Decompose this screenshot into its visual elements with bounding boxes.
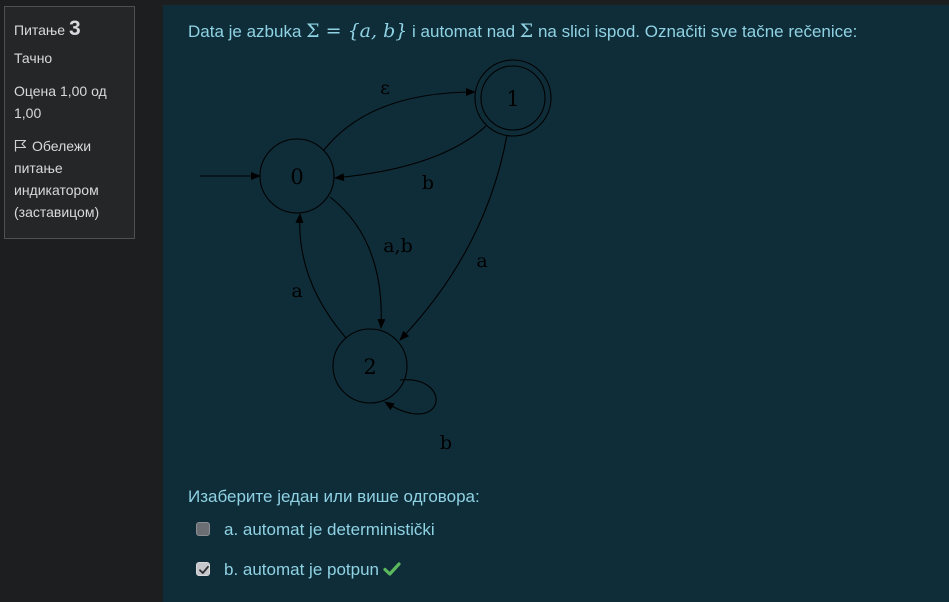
- answer-label-b[interactable]: b. automat je potpun: [224, 560, 401, 580]
- automaton-diagram: 0 1 2 ε b a,b a a b: [200, 59, 552, 454]
- edge-label-2-self: b: [440, 432, 452, 454]
- state-circle-1-inner: [480, 65, 546, 131]
- alphabet-set: {a, b}: [347, 20, 408, 42]
- question-grade: Оцена 1,00 од 1,00: [14, 83, 107, 121]
- edge-1-to-2: [399, 134, 508, 341]
- answer-label-b-text[interactable]: b. automat je potpun: [224, 560, 380, 579]
- sigma-symbol: Σ: [306, 20, 320, 42]
- question-text-middle: i automat nad: [407, 22, 520, 41]
- state-label-1: 1: [506, 87, 519, 111]
- question-text: Data je azbuka Σ = {a, b} i automat nad …: [188, 20, 857, 42]
- state-circle-2: [332, 328, 408, 404]
- edge-1-to-0: [334, 125, 487, 182]
- question-number: 3: [68, 17, 81, 40]
- edge-label-0-to-1: ε: [380, 77, 390, 99]
- checkmark-icon: [199, 565, 209, 574]
- question-state: Тачно: [14, 50, 53, 66]
- flag-question-link[interactable]: Обележи питање индикатором (заставицом): [14, 135, 125, 223]
- state-label-0: 0: [290, 165, 303, 189]
- edge-label-1-to-2: a: [476, 250, 487, 272]
- edge-0-to-2: [329, 196, 386, 329]
- question-info-box: Питање 3 Тачно Оцена 1,00 од 1,00 Обележ…: [4, 6, 135, 239]
- question-text-before: Data je azbuka: [188, 22, 307, 41]
- question-text-after: na slici ispod. Označiti sve tačne rečen…: [533, 22, 858, 41]
- edge-2-self-loop: [384, 379, 437, 415]
- answer-prompt: Изаберите један или више одговора:: [188, 487, 480, 506]
- answer-checkbox-b[interactable]: [196, 562, 210, 576]
- edge-0-to-1: [323, 88, 476, 151]
- state-circle-0: [259, 138, 335, 214]
- answer-checkbox-a[interactable]: [196, 522, 210, 536]
- sigma-symbol-2: Σ: [519, 20, 534, 42]
- edge-label-1-to-0: b: [422, 172, 434, 194]
- correct-check-icon: [383, 561, 401, 577]
- flag-icon[interactable]: [14, 136, 28, 152]
- edge-label-2-to-0: a: [291, 280, 302, 302]
- state-label-2: 2: [363, 355, 376, 379]
- state-circle-1-outer: [474, 59, 552, 137]
- question-content: Data je azbuka Σ = {a, b} i automat nad …: [163, 5, 949, 602]
- edge-2-to-0: [295, 213, 347, 339]
- question-label: Питање: [14, 22, 66, 38]
- equals-symbol: =: [319, 20, 348, 42]
- question-number-row: Питање 3: [14, 18, 125, 41]
- edge-label-0-to-2: a,b: [383, 235, 413, 257]
- flag-label[interactable]: Обележи питање индикатором (заставицом): [14, 138, 100, 220]
- answer-label-a[interactable]: a. automat je deterministički: [224, 520, 435, 539]
